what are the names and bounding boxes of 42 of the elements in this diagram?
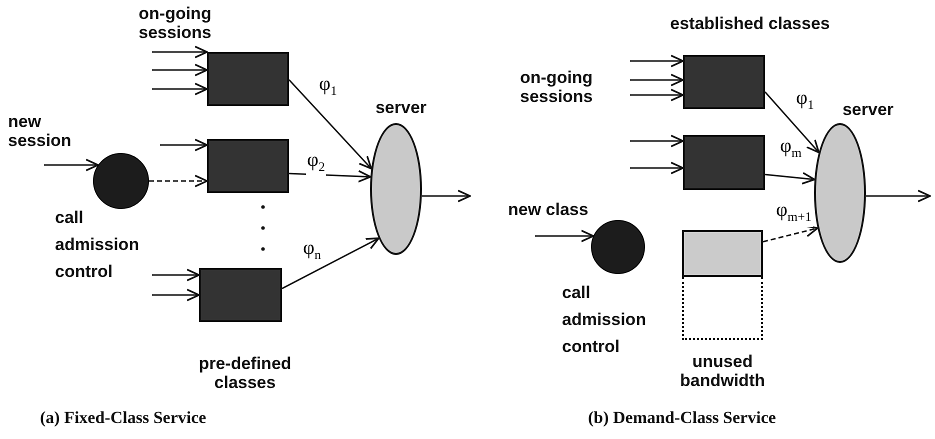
arrow (535, 230, 594, 242)
annotation-label: on-going sessions (138, 4, 212, 42)
arrow (762, 224, 818, 242)
arrow (44, 158, 99, 172)
node-caption: call admission control (55, 207, 140, 283)
class-queue-box (207, 139, 289, 193)
node-caption: unused bandwidth (679, 352, 766, 390)
figure-caption: (a) Fixed-Class Service (40, 408, 208, 427)
arrow (764, 172, 816, 185)
arrow (152, 46, 208, 58)
arrow (288, 79, 372, 170)
arrow (630, 88, 684, 102)
node-caption: call admission control (562, 282, 648, 358)
arrow (149, 174, 208, 188)
admission-control-circle (591, 220, 645, 274)
node-caption: server (841, 100, 895, 119)
annotation-label: established classes (669, 14, 831, 33)
class-queue-box (199, 268, 282, 322)
figure-caption: (b) Demand-Class Service (588, 408, 777, 427)
class-queue-box (682, 230, 763, 277)
arrow (152, 82, 208, 96)
annotation-label: new class (508, 200, 590, 219)
arrow (630, 162, 684, 174)
arrow (866, 190, 931, 202)
class-queue-box (683, 55, 765, 109)
annotation-label: new session (8, 112, 72, 150)
annotation-label: pre-defined classes (198, 354, 292, 392)
class-queue-box (207, 52, 289, 106)
node-caption: server (374, 98, 428, 117)
arrow (282, 237, 380, 290)
arrow (422, 190, 471, 202)
arrow (160, 138, 208, 152)
arrow (630, 74, 684, 86)
arrow (630, 54, 684, 68)
arrow (764, 91, 820, 154)
arrow (152, 288, 200, 302)
arrow (152, 64, 208, 76)
class-queue-box (683, 135, 765, 190)
arrow (152, 268, 200, 282)
arrow (630, 134, 684, 148)
annotation-label: on-going sessions (520, 68, 594, 106)
unused-bandwidth-box (682, 277, 763, 340)
